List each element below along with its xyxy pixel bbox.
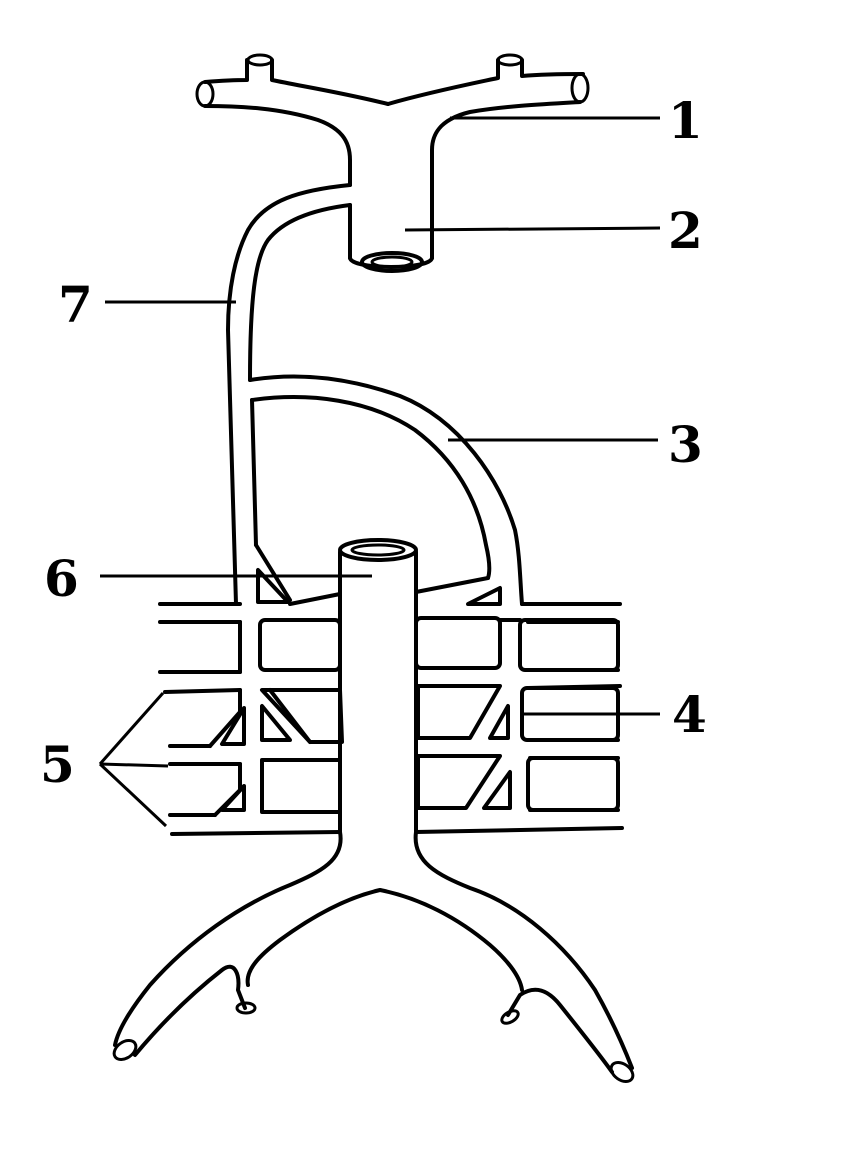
callout-4: 4 (672, 685, 707, 744)
callout-labels: 1 2 3 4 5 6 7 (40, 91, 707, 794)
leader-lines (98, 116, 661, 828)
vessel-grid (158, 543, 624, 836)
callout-1: 1 (668, 91, 703, 150)
upper-trunk (348, 203, 434, 273)
arch-vessel (248, 374, 524, 606)
leader-line-2 (404, 226, 661, 232)
lower-trunk (338, 538, 418, 596)
leader-line-5a (98, 692, 165, 765)
upper-branch-vessel (195, 53, 590, 260)
leader-line-5b (99, 762, 169, 768)
left-long-vessel (226, 183, 352, 606)
callout-2: 2 (668, 201, 703, 260)
callout-7: 7 (58, 275, 93, 334)
leader-line-5c (98, 762, 168, 828)
callout-6: 6 (44, 549, 79, 608)
callout-5: 5 (40, 735, 75, 794)
lower-bifurcation (112, 830, 635, 1084)
callout-3: 3 (668, 415, 703, 474)
